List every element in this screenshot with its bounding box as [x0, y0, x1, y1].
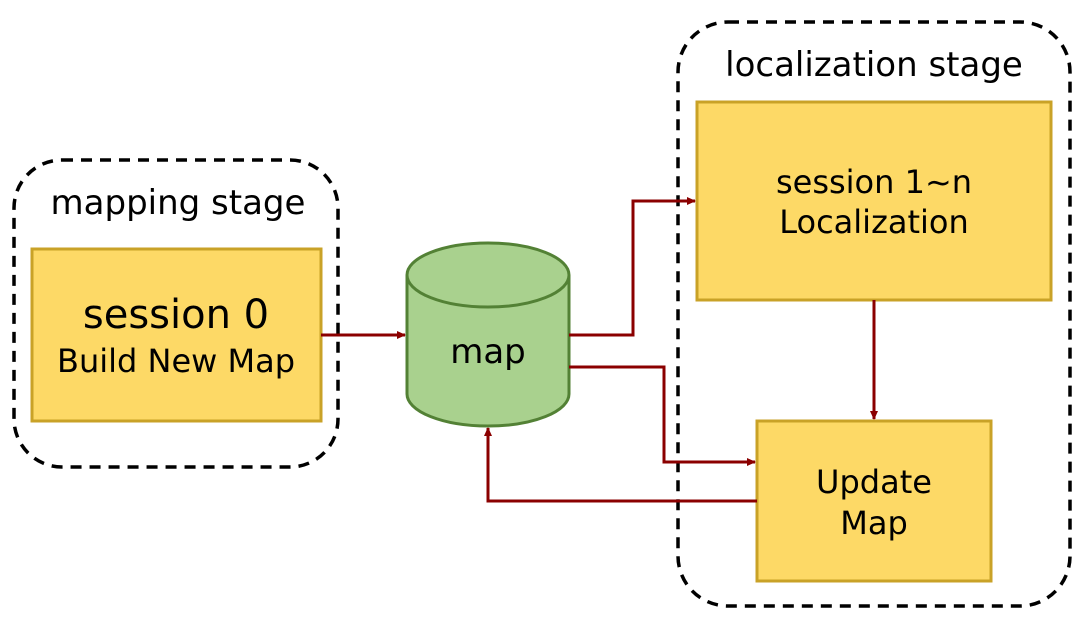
arrow-map-to-localization: [569, 197, 696, 337]
session-0-box-rect: [30, 247, 323, 423]
mapping-stage: mapping stage session 0 Build New Map: [12, 158, 340, 469]
localization-stage-border: [676, 20, 1072, 608]
update-map-box[interactable]: Update Map: [755, 419, 993, 583]
map-cylinder-top: [405, 241, 571, 309]
localization-stage-title: localization stage: [725, 45, 1023, 85]
session-0-title: session 0: [83, 292, 269, 338]
session-1n-title: session 1~n: [776, 163, 972, 201]
update-map-box-rect: [755, 419, 993, 583]
update-map-line1: Update: [816, 463, 932, 501]
session-0-box[interactable]: session 0 Build New Map: [30, 247, 323, 423]
map-label: map: [450, 332, 526, 372]
map-cylinder[interactable]: map: [405, 241, 571, 428]
localization-stage: localization stage session 1~n Localizat…: [676, 20, 1072, 608]
map-cylinder-body: [405, 275, 571, 428]
mapping-stage-border: [12, 158, 340, 469]
update-map-line2: Map: [840, 504, 908, 542]
arrow-update-to-map: [484, 427, 757, 503]
session-0-subtitle: Build New Map: [57, 342, 295, 380]
session-1n-box[interactable]: session 1~n Localization: [695, 100, 1053, 302]
arrows: [321, 197, 878, 503]
arrow-map-to-update: [569, 365, 756, 466]
mapping-stage-title: mapping stage: [51, 183, 306, 223]
session-1n-subtitle: Localization: [779, 203, 969, 241]
session-1n-box-rect: [695, 100, 1053, 302]
